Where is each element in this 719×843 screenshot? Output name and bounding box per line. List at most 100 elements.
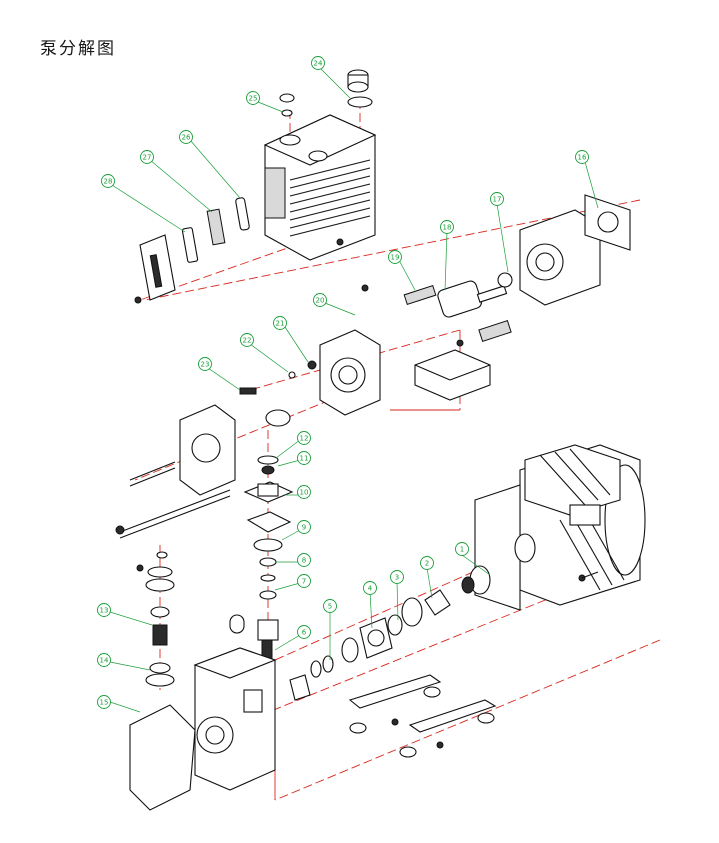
callout-number: 28 bbox=[104, 178, 113, 186]
callout-number: 12 bbox=[300, 435, 309, 443]
callout-24: 24 bbox=[311, 56, 325, 70]
callout-25: 25 bbox=[246, 91, 260, 105]
callout-ring bbox=[97, 695, 111, 709]
callout-ring bbox=[297, 485, 311, 499]
callout-number: 24 bbox=[314, 60, 323, 68]
callout-number: 11 bbox=[300, 455, 309, 463]
callout-27: 27 bbox=[140, 150, 154, 164]
bolts bbox=[115, 238, 599, 582]
callout-ring bbox=[390, 570, 404, 584]
callout-number: 14 bbox=[100, 657, 109, 665]
callout-21: 21 bbox=[273, 316, 287, 330]
callout-22: 22 bbox=[240, 333, 254, 347]
callout-ring bbox=[363, 581, 377, 595]
callout-3: 3 bbox=[390, 570, 404, 584]
callout-number: 19 bbox=[391, 254, 400, 262]
coupling-parts bbox=[229, 565, 491, 701]
callout-ring bbox=[297, 553, 311, 567]
top-fittings bbox=[279, 69, 373, 117]
callout-number: 16 bbox=[578, 154, 587, 162]
callout-ring bbox=[297, 574, 311, 588]
callout-ring bbox=[297, 520, 311, 534]
callout-number: 8 bbox=[302, 557, 306, 565]
callout-ring bbox=[323, 599, 337, 613]
callout-23: 23 bbox=[198, 357, 212, 371]
callout-18: 18 bbox=[440, 220, 454, 234]
callout-number: 18 bbox=[443, 224, 452, 232]
callout-ring bbox=[490, 192, 504, 206]
left-valve-stack bbox=[145, 551, 175, 687]
callout-number: 25 bbox=[249, 95, 258, 103]
callout-labels: 1234567891011121314151617181920212223242… bbox=[97, 56, 589, 709]
callout-17: 17 bbox=[490, 192, 504, 206]
callout-number: 7 bbox=[302, 578, 306, 586]
oil-tank bbox=[414, 349, 491, 401]
callout-11: 11 bbox=[297, 451, 311, 465]
callout-number: 6 bbox=[302, 629, 307, 637]
callout-number: 3 bbox=[395, 574, 399, 582]
callout-number: 5 bbox=[328, 603, 332, 611]
motor bbox=[474, 444, 646, 611]
callout-ring bbox=[297, 431, 311, 445]
callout-number: 20 bbox=[316, 297, 325, 305]
callout-8: 8 bbox=[297, 553, 311, 567]
pump-housing bbox=[263, 114, 377, 261]
callout-ring bbox=[198, 357, 212, 371]
callout-20: 20 bbox=[313, 293, 327, 307]
callout-ring bbox=[140, 150, 154, 164]
callout-28: 28 bbox=[101, 174, 115, 188]
sight-glass-cover bbox=[139, 197, 250, 301]
callout-15: 15 bbox=[97, 695, 111, 709]
callout-19: 19 bbox=[388, 250, 402, 264]
callout-ring bbox=[420, 556, 434, 570]
valve-stack bbox=[243, 455, 294, 669]
callout-number: 26 bbox=[182, 134, 191, 142]
callout-4: 4 bbox=[363, 581, 377, 595]
callout-number: 2 bbox=[425, 560, 429, 568]
callout-number: 13 bbox=[100, 607, 109, 615]
base-brackets bbox=[348, 674, 497, 758]
page-title: 泵分解图 bbox=[40, 39, 116, 59]
callout-number: 17 bbox=[493, 196, 502, 204]
callout-12: 12 bbox=[297, 431, 311, 445]
callout-7: 7 bbox=[297, 574, 311, 588]
callout-ring bbox=[313, 293, 327, 307]
callout-ring bbox=[455, 542, 469, 556]
callout-ring bbox=[388, 250, 402, 264]
pump-body bbox=[129, 647, 277, 811]
callout-number: 10 bbox=[300, 489, 309, 497]
callout-6: 6 bbox=[297, 625, 311, 639]
callout-ring bbox=[440, 220, 454, 234]
callout-ring bbox=[97, 603, 111, 617]
callout-ring bbox=[297, 625, 311, 639]
callout-number: 1 bbox=[460, 546, 464, 554]
callout-ring bbox=[246, 91, 260, 105]
callout-number: 4 bbox=[368, 585, 373, 593]
callout-13: 13 bbox=[97, 603, 111, 617]
callout-14: 14 bbox=[97, 653, 111, 667]
leader-lines bbox=[109, 67, 599, 713]
callout-2: 2 bbox=[420, 556, 434, 570]
callout-ring bbox=[575, 150, 589, 164]
rotor-shaft bbox=[403, 272, 513, 342]
callout-ring bbox=[101, 174, 115, 188]
callout-1: 1 bbox=[455, 542, 469, 556]
callout-ring bbox=[179, 130, 193, 144]
callout-ring bbox=[311, 56, 325, 70]
callout-ring bbox=[297, 451, 311, 465]
front-plate bbox=[119, 329, 381, 539]
callout-number: 23 bbox=[201, 361, 210, 369]
callout-number: 27 bbox=[143, 154, 152, 162]
callout-number: 22 bbox=[243, 337, 252, 345]
callout-ring bbox=[240, 333, 254, 347]
callout-16: 16 bbox=[575, 150, 589, 164]
callout-number: 15 bbox=[100, 699, 109, 707]
callout-number: 9 bbox=[302, 524, 306, 532]
callout-9: 9 bbox=[297, 520, 311, 534]
callout-number: 21 bbox=[276, 320, 285, 328]
callout-26: 26 bbox=[179, 130, 193, 144]
callout-ring bbox=[273, 316, 287, 330]
callout-ring bbox=[97, 653, 111, 667]
bearing-housing bbox=[519, 194, 631, 306]
